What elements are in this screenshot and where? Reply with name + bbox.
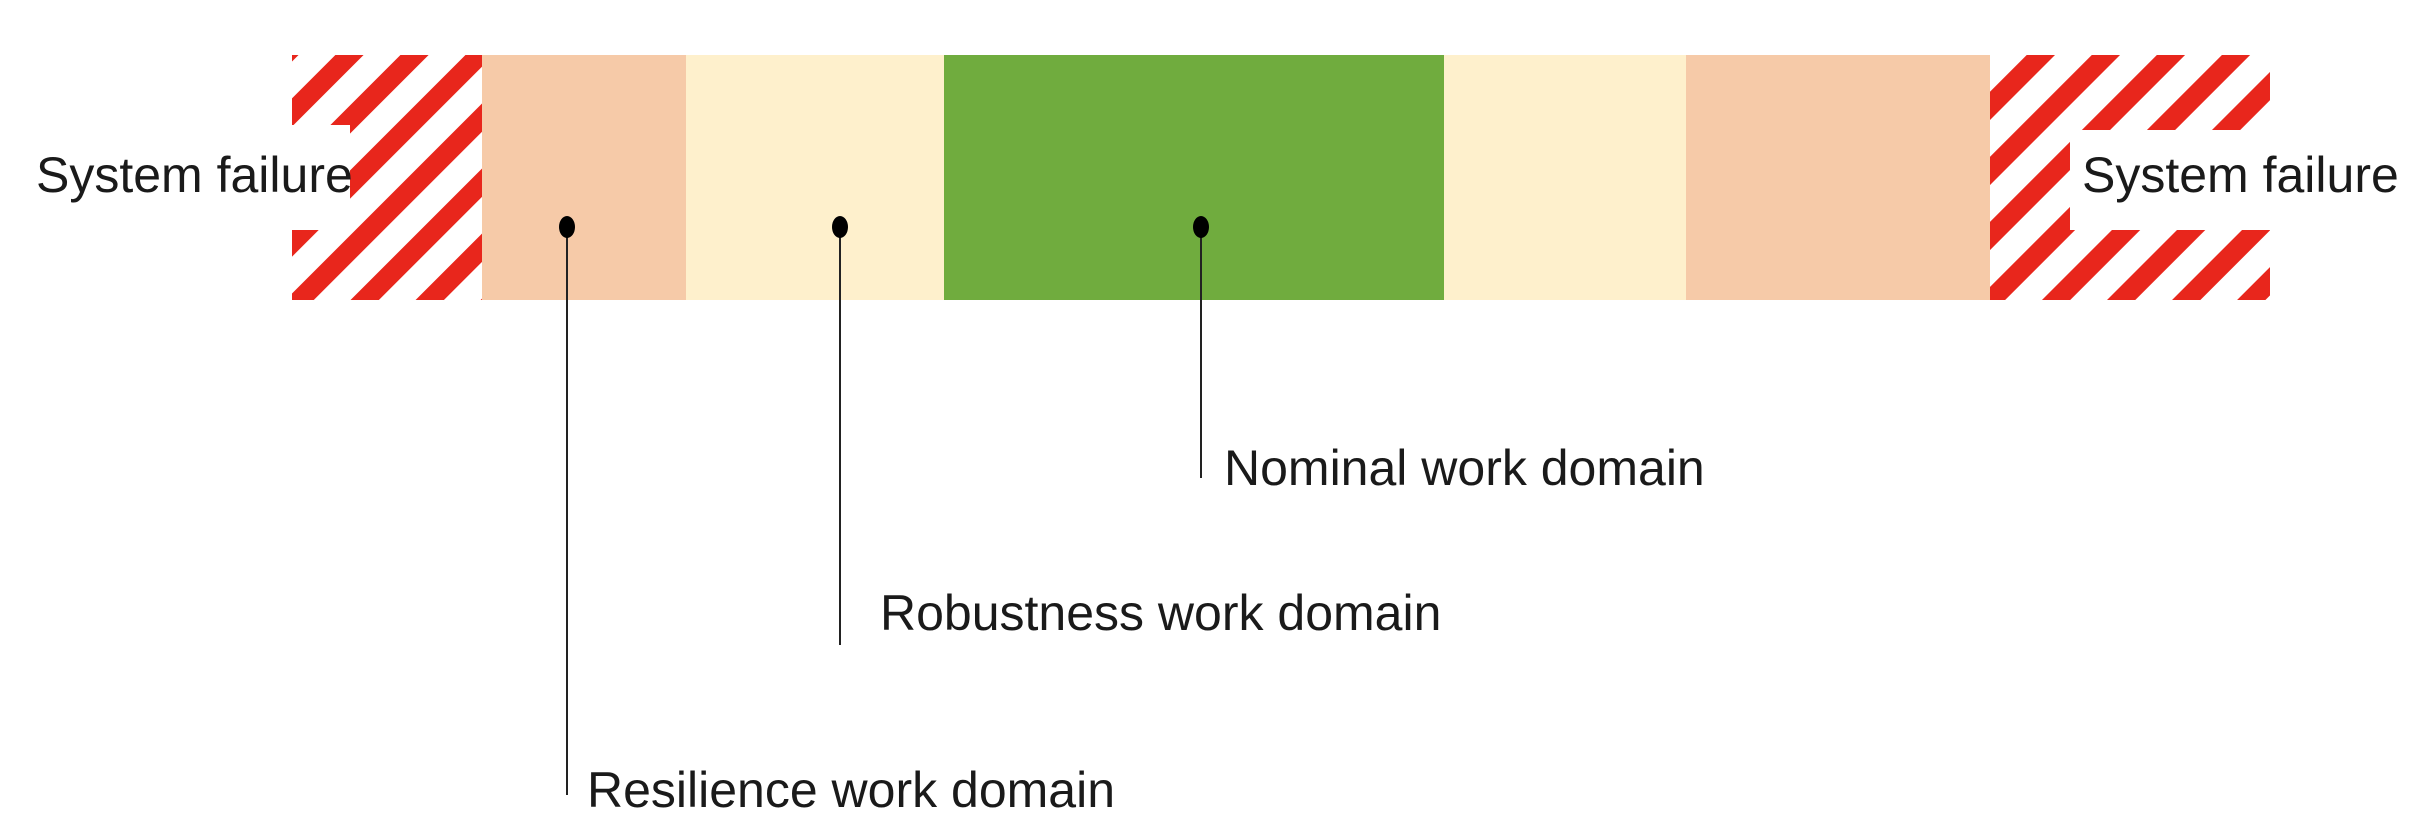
left-failure-zone: [292, 55, 482, 300]
robustness-marker-dot: [832, 216, 848, 238]
system-failure-left-label: System failure: [36, 147, 353, 203]
system-failure-right-label: System failure: [2082, 147, 2399, 203]
nominal-work-domain-label: Nominal work domain: [1224, 440, 1705, 496]
nominal-marker-dot: [1193, 216, 1209, 238]
resilience-band-right: [1686, 55, 1990, 300]
resilience-band-left: [482, 55, 686, 300]
resilience-work-domain-label: Resilience work domain: [587, 762, 1116, 818]
robustness-band-right: [1444, 55, 1686, 300]
robustness-work-domain-label: Robustness work domain: [880, 585, 1442, 641]
right-failure-zone: [1990, 55, 2270, 300]
resilience-marker-dot: [559, 216, 575, 238]
nominal-band: [944, 55, 1444, 300]
robustness-band-left: [686, 55, 944, 300]
